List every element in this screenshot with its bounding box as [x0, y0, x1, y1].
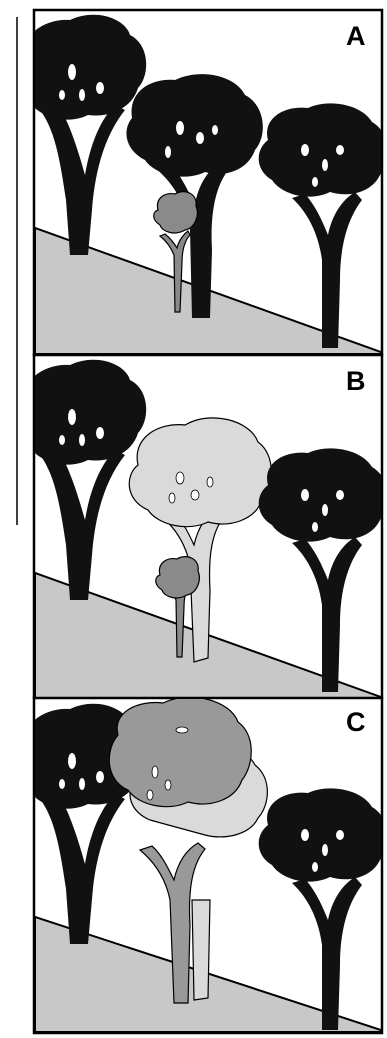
panel-b: B — [14, 355, 387, 699]
panel-a: A — [14, 10, 387, 355]
panel-label: B — [346, 366, 366, 396]
panel-label: C — [346, 707, 366, 737]
panel-c: C — [14, 697, 387, 1033]
panel-label: A — [346, 21, 366, 51]
